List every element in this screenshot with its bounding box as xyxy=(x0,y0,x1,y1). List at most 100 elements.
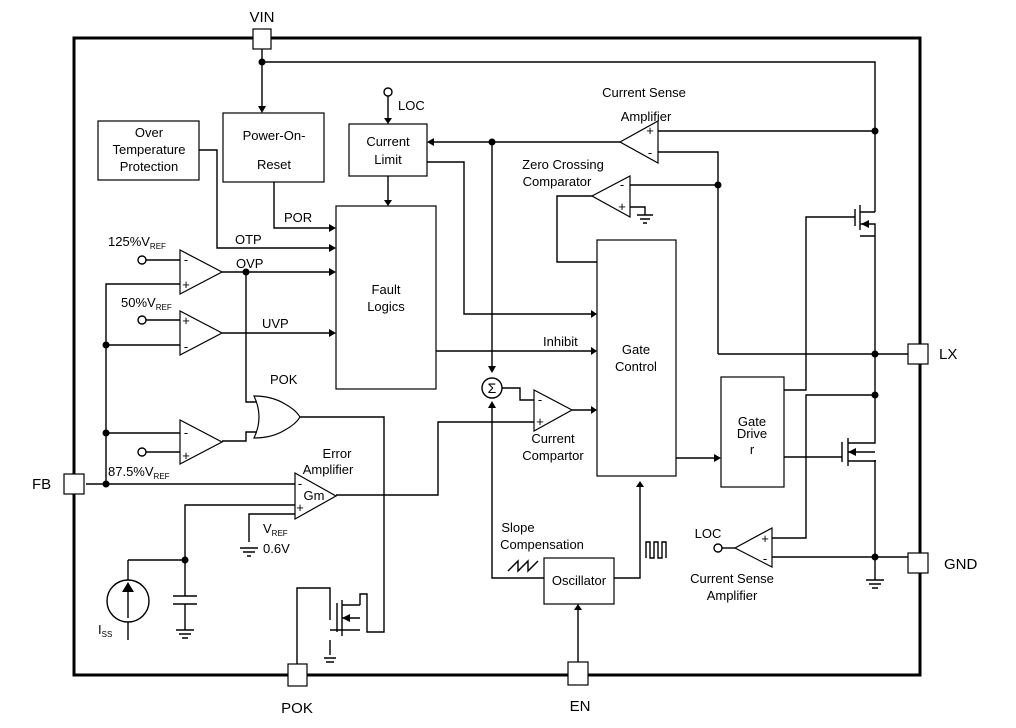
svg-text:50%VREF: 50%VREF xyxy=(121,295,172,312)
svg-text:-: - xyxy=(648,145,652,160)
open-terminals xyxy=(137,87,723,553)
svg-text:+: + xyxy=(182,277,190,292)
svg-text:Over: Over xyxy=(135,125,164,140)
svg-text:Amplifier: Amplifier xyxy=(303,462,354,477)
zero-crossing-comparator: - + xyxy=(590,175,631,219)
gate-control-block: Gate Control xyxy=(596,239,677,477)
svg-text:0.6V: 0.6V xyxy=(263,541,290,556)
signal-labels: LOC Current Sense Amplifier Zero Crossin… xyxy=(235,85,774,603)
svg-text:Compensation: Compensation xyxy=(500,537,584,552)
svg-text:-: - xyxy=(620,177,624,192)
svg-text:Oscillator: Oscillator xyxy=(552,573,607,588)
error-amplifier: - + Gm xyxy=(294,471,338,521)
svg-text:OTP: OTP xyxy=(235,232,262,247)
svg-text:Drive: Drive xyxy=(737,426,767,441)
pok-or-gate xyxy=(253,395,301,439)
svg-text:Amplifier: Amplifier xyxy=(621,109,672,124)
svg-text:ISS: ISS xyxy=(98,622,112,639)
svg-text:+: + xyxy=(761,531,769,546)
pin-vin: VIN xyxy=(249,9,275,50)
svg-text:Compartor: Compartor xyxy=(522,448,584,463)
svg-text:VREF: VREF xyxy=(263,521,288,538)
svg-text:EN: EN xyxy=(570,698,591,715)
otp-block: Over Temperature Protection xyxy=(97,120,200,181)
current-limit-block: Current Limit xyxy=(348,123,428,177)
fault-logics-block: Fault Logics xyxy=(335,205,437,390)
svg-text:Gate: Gate xyxy=(738,414,766,429)
por-block: Power-On- Reset xyxy=(222,112,325,183)
svg-text:POR: POR xyxy=(284,210,312,225)
current-sense-amplifier-bottom: + - xyxy=(733,526,773,568)
pin-gnd: GND xyxy=(907,552,978,574)
pin-fb: FB xyxy=(32,473,85,495)
summing-node: Σ xyxy=(481,377,503,399)
high-side-mosfet xyxy=(854,205,876,240)
svg-text:Reset: Reset xyxy=(257,157,291,172)
svg-text:Slope: Slope xyxy=(501,520,534,535)
svg-text:+: + xyxy=(182,313,190,328)
svg-text:Fault: Fault xyxy=(372,282,401,297)
svg-text:Inhibit: Inhibit xyxy=(543,334,578,349)
pin-en: EN xyxy=(567,661,591,715)
svg-text:POK: POK xyxy=(281,700,313,717)
svg-text:87.5%VREF: 87.5%VREF xyxy=(108,464,170,481)
svg-text:+: + xyxy=(646,123,654,138)
svg-text:Error: Error xyxy=(323,446,353,461)
svg-text:Gm: Gm xyxy=(304,488,325,503)
svg-text:OVP: OVP xyxy=(236,256,263,271)
pulse-waveform-icon xyxy=(645,541,667,559)
svg-text:UVP: UVP xyxy=(262,316,289,331)
uvp-comparator: + - xyxy=(179,310,224,356)
svg-text:VIN: VIN xyxy=(249,9,274,26)
junctions xyxy=(102,58,879,564)
reference-labels: 125%VREF 50%VREF 87.5%VREF VREF 0.6V ISS xyxy=(98,234,290,639)
svg-text:Σ: Σ xyxy=(488,380,497,396)
svg-text:+: + xyxy=(536,414,544,429)
svg-text:LOC: LOC xyxy=(398,98,425,113)
soft-start-current-source xyxy=(106,579,150,623)
svg-text:r: r xyxy=(750,442,755,457)
pok-nmos xyxy=(330,593,368,636)
current-comparator: - + xyxy=(533,389,574,433)
svg-text:-: - xyxy=(184,252,188,267)
low-side-mosfet xyxy=(841,425,876,466)
svg-text:-: - xyxy=(184,339,188,354)
svg-text:Current Sense: Current Sense xyxy=(690,571,774,586)
svg-text:Limit: Limit xyxy=(374,152,402,167)
oscillator-block: Oscillator xyxy=(543,557,615,605)
svg-text:Amplifier: Amplifier xyxy=(707,588,758,603)
svg-text:GND: GND xyxy=(944,556,978,573)
pin-lx: LX xyxy=(907,343,957,365)
chip-boundary xyxy=(72,36,922,677)
svg-text:Control: Control xyxy=(615,359,657,374)
svg-text:FB: FB xyxy=(32,476,51,493)
svg-text:Current Sense: Current Sense xyxy=(602,85,686,100)
svg-text:POK: POK xyxy=(270,372,298,387)
svg-text:-: - xyxy=(538,392,542,407)
svg-text:125%VREF: 125%VREF xyxy=(108,234,166,251)
wiring xyxy=(86,49,908,664)
sawtooth-waveform-icon xyxy=(507,559,539,573)
svg-text:LX: LX xyxy=(939,346,957,363)
svg-text:Comparator: Comparator xyxy=(523,174,592,189)
svg-text:+: + xyxy=(296,500,304,515)
svg-text:Power-On-: Power-On- xyxy=(243,128,306,143)
current-sense-amplifier-top: + - xyxy=(618,119,659,165)
svg-text:Logics: Logics xyxy=(367,299,405,314)
svg-text:Zero Crossing: Zero Crossing xyxy=(522,157,604,172)
svg-text:Current: Current xyxy=(366,134,410,149)
svg-text:Temperature: Temperature xyxy=(113,142,186,157)
gate-driver-block: Gate Drive r xyxy=(720,376,785,488)
svg-text:-: - xyxy=(298,476,302,491)
svg-text:LOC: LOC xyxy=(695,526,722,541)
pok-comparator: - + xyxy=(179,419,224,465)
svg-text:Gate: Gate xyxy=(622,342,650,357)
ovp-comparator: - + xyxy=(179,249,224,295)
svg-text:+: + xyxy=(182,448,190,463)
pin-pok: POK xyxy=(281,663,313,717)
svg-text:Protection: Protection xyxy=(120,159,179,174)
svg-text:-: - xyxy=(763,551,767,566)
svg-text:+: + xyxy=(618,199,626,214)
svg-text:-: - xyxy=(184,425,188,440)
